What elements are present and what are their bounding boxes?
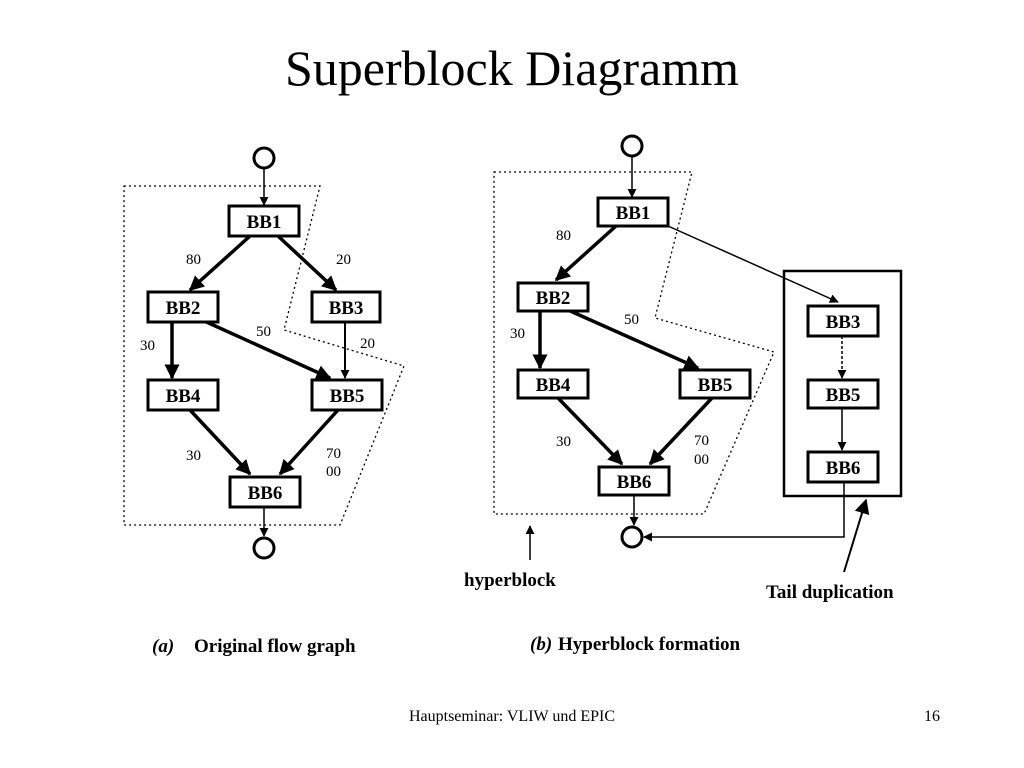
svg-text:BB3: BB3 bbox=[329, 298, 364, 319]
superblock-region-a bbox=[123, 185, 405, 526]
edge-label-bb4-bb6-a: 30 bbox=[186, 448, 201, 464]
edge-label-bb4-bb6-b: 30 bbox=[556, 434, 571, 450]
edge-bb1-bb3-a bbox=[276, 234, 338, 292]
tail-duplication-box bbox=[782, 269, 903, 498]
edge-bb4-bb6-a bbox=[188, 408, 252, 476]
edge-bb5-bb6-b bbox=[648, 396, 714, 466]
edge-bb1-bb2-a bbox=[188, 234, 252, 292]
exit-node-b bbox=[620, 525, 644, 549]
node-bb4-a: BB4 bbox=[146, 378, 220, 412]
svg-text:BB6: BB6 bbox=[826, 458, 861, 479]
node-bb6-dup: BB6 bbox=[806, 450, 880, 484]
edge-bb1-bb2-b bbox=[554, 224, 618, 282]
edge-bb6dup-exit bbox=[643, 482, 845, 542]
edge-label-bb5-bb6-b: 00 bbox=[326, 464, 341, 480]
edge-label-bb1-bb2-b: 80 bbox=[556, 228, 571, 244]
edge-bb2-bb5-a bbox=[201, 318, 332, 380]
edge-bb2-bb5-b bbox=[567, 308, 700, 370]
node-bb1-a: BB1 bbox=[227, 204, 301, 238]
slide-title: Superblock Diagramm bbox=[284, 40, 740, 96]
page-number: 16 bbox=[924, 708, 940, 725]
hyperblock-label: hyperblock bbox=[464, 570, 556, 591]
diagram-a: BB1 BB2 BB3 BB4 BB5 BB6 80 20 30 50 20 3… bbox=[123, 146, 405, 657]
edge-label-bb1-bb3-a: 20 bbox=[336, 252, 351, 268]
edge-bb1-bb3dup-b bbox=[667, 225, 839, 303]
edge-label-bb2-bb4-a: 30 bbox=[140, 338, 155, 354]
node-bb6-b: BB6 bbox=[597, 465, 671, 497]
edge-label-bb5-bb6-b-a: 70 bbox=[694, 433, 709, 449]
node-bb5-a: BB5 bbox=[310, 378, 384, 412]
svg-text:BB2: BB2 bbox=[536, 288, 571, 309]
edge-bb4-bb6-b bbox=[556, 396, 624, 466]
entry-node-b bbox=[620, 134, 644, 158]
edge-label-bb5-bb6-b-b: 00 bbox=[694, 452, 709, 468]
svg-text:BB5: BB5 bbox=[698, 375, 733, 396]
node-bb2-b: BB2 bbox=[516, 281, 590, 313]
edge-label-bb2-bb5-b: 50 bbox=[624, 312, 639, 328]
footer-text: Hauptseminar: VLIW und EPIC bbox=[408, 708, 616, 725]
edge-bb5-bb6-a bbox=[278, 408, 340, 476]
svg-text:BB6: BB6 bbox=[617, 472, 652, 493]
caption-b: (b)Hyperblock formation bbox=[530, 634, 741, 655]
node-bb3-dup: BB3 bbox=[806, 304, 880, 338]
edge-label-bb2-bb5-a: 50 bbox=[256, 324, 271, 340]
node-bb3-a: BB3 bbox=[310, 290, 382, 324]
svg-text:BB1: BB1 bbox=[616, 203, 651, 224]
svg-text:BB4: BB4 bbox=[536, 375, 571, 396]
node-bb2-a: BB2 bbox=[146, 290, 220, 324]
node-bb1-b: BB1 bbox=[596, 196, 670, 228]
svg-text:BB3: BB3 bbox=[826, 312, 861, 333]
exit-node-a bbox=[252, 536, 276, 560]
node-bb5-b: BB5 bbox=[678, 368, 752, 400]
svg-text:BB4: BB4 bbox=[166, 386, 201, 407]
edge-label-bb3-bb5-a: 20 bbox=[360, 336, 375, 352]
diagram-b: BB1 BB2 BB4 BB5 BB6 BB3 BB5 BB6 bbox=[464, 134, 903, 655]
svg-text:BB5: BB5 bbox=[826, 385, 861, 406]
node-bb5-dup: BB5 bbox=[806, 378, 880, 410]
node-bb4-b: BB4 bbox=[516, 368, 590, 400]
entry-node-a bbox=[252, 146, 276, 170]
svg-text:BB5: BB5 bbox=[330, 386, 365, 407]
edge-label-bb2-bb4-b: 30 bbox=[510, 326, 525, 342]
svg-text:BB6: BB6 bbox=[248, 483, 283, 504]
tail-duplication-pointer-arrow bbox=[843, 498, 870, 573]
caption-a: (a)Original flow graph bbox=[152, 636, 356, 657]
node-bb6-a: BB6 bbox=[228, 475, 302, 509]
edge-label-bb1-bb2-a: 80 bbox=[186, 252, 201, 268]
edge-label-bb5-bb6-a: 70 bbox=[326, 446, 341, 462]
svg-text:BB1: BB1 bbox=[247, 212, 282, 233]
svg-text:BB2: BB2 bbox=[166, 298, 201, 319]
tail-duplication-label: Tail duplication bbox=[766, 582, 894, 603]
